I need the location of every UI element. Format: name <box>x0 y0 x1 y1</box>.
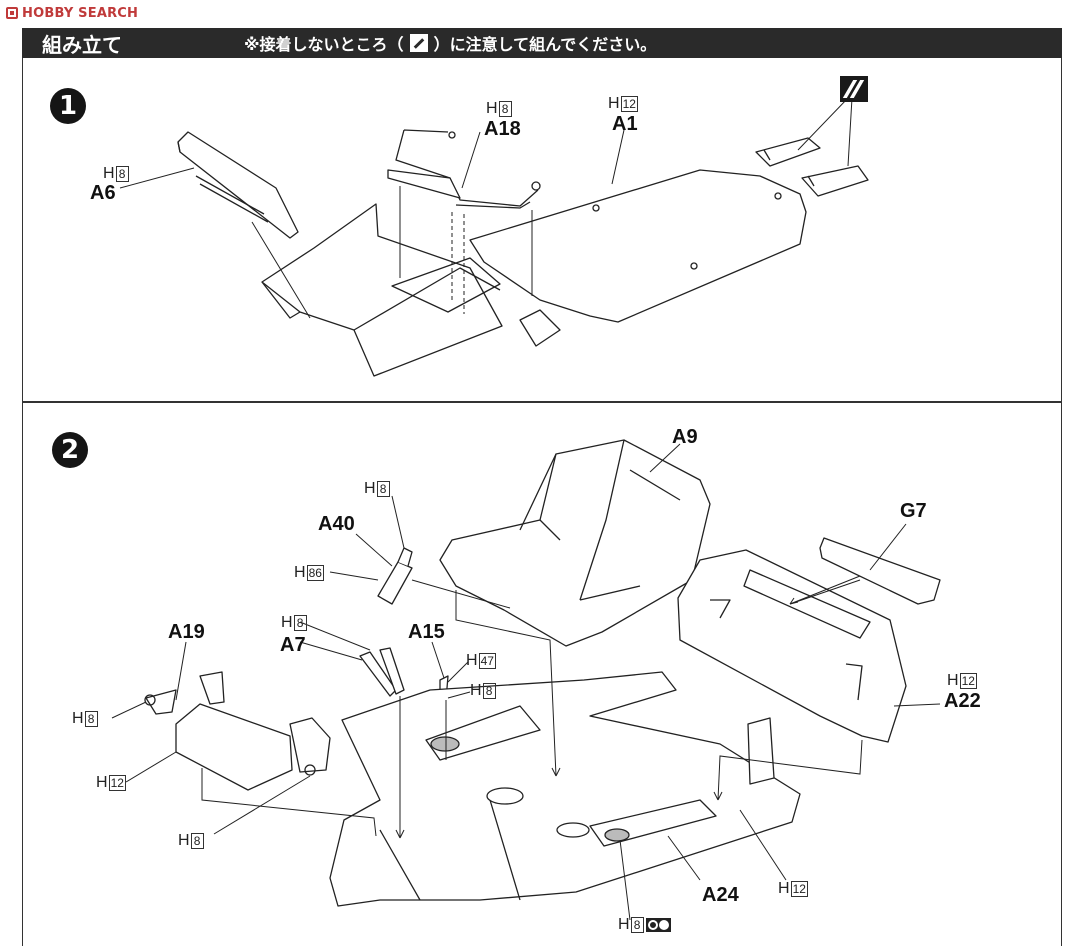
section-title: 組み立て <box>42 32 122 57</box>
part-label-a15: A15 <box>408 621 445 643</box>
paint-h: H <box>294 564 306 581</box>
paint-number: 12 <box>959 673 977 689</box>
paint-number: 47 <box>478 653 496 669</box>
paint-h: H <box>608 95 620 112</box>
paint-h: H <box>72 710 84 727</box>
paint-h: H <box>96 774 108 791</box>
no-glue-icon <box>409 34 428 52</box>
no-glue-note-suffix: ）に注意して組んでください。 <box>433 35 657 54</box>
step-2-number: 2 <box>52 432 88 468</box>
paint-number: 86 <box>306 565 324 581</box>
part-label-a6: A6 <box>90 182 116 204</box>
part-label-a7: A7 <box>280 634 306 656</box>
paint-h: H <box>470 682 482 699</box>
paint-h: H <box>466 652 478 669</box>
paint-h: H <box>486 100 498 117</box>
paint-number: 8 <box>482 683 496 699</box>
paint-number: 12 <box>620 96 638 112</box>
paint-h: H <box>778 880 790 897</box>
no-glue-icon <box>840 76 868 102</box>
paint-h: H <box>103 165 115 182</box>
paint-h: H <box>178 832 190 849</box>
watermark-text: HOBBY SEARCH <box>22 5 139 21</box>
hobby-search-watermark: HOBBY SEARCH <box>6 4 138 22</box>
no-glue-note-prefix: ※接着しないところ（ <box>244 35 404 54</box>
two-tone-dots-icon <box>645 918 671 932</box>
paint-number: 8 <box>84 711 98 727</box>
paint-number: 8 <box>498 101 512 117</box>
paint-number: 12 <box>108 775 126 791</box>
part-label-a1: A1 <box>612 113 638 135</box>
paint-h: H <box>364 480 376 497</box>
paint-number: 8 <box>190 833 204 849</box>
paint-h: H <box>618 916 630 933</box>
paint-number: 8 <box>293 615 307 631</box>
paint-h: H <box>947 672 959 689</box>
part-label-a9: A9 <box>672 426 698 448</box>
part-label-a22: A22 <box>944 690 981 712</box>
step-1-panel <box>22 58 1062 402</box>
step-1-number: 1 <box>50 88 86 124</box>
paint-h: H <box>281 614 293 631</box>
paint-number: 8 <box>376 481 390 497</box>
part-label-a24: A24 <box>702 884 739 906</box>
section-header: 組み立て ※接着しないところ（ ）に注意して組んでください。 <box>22 28 1062 58</box>
hobby-search-logo-icon <box>6 7 18 19</box>
part-label-g7: G7 <box>900 500 927 522</box>
paint-number: 8 <box>115 166 129 182</box>
part-label-a40: A40 <box>318 513 355 535</box>
part-label-a18: A18 <box>484 118 521 140</box>
no-glue-note: ※接着しないところ（ ）に注意して組んでください。 <box>244 31 656 55</box>
part-label-a19: A19 <box>168 621 205 643</box>
paint-number: 8 <box>630 917 644 933</box>
paint-number: 12 <box>790 881 808 897</box>
step-2-panel <box>22 402 1062 946</box>
